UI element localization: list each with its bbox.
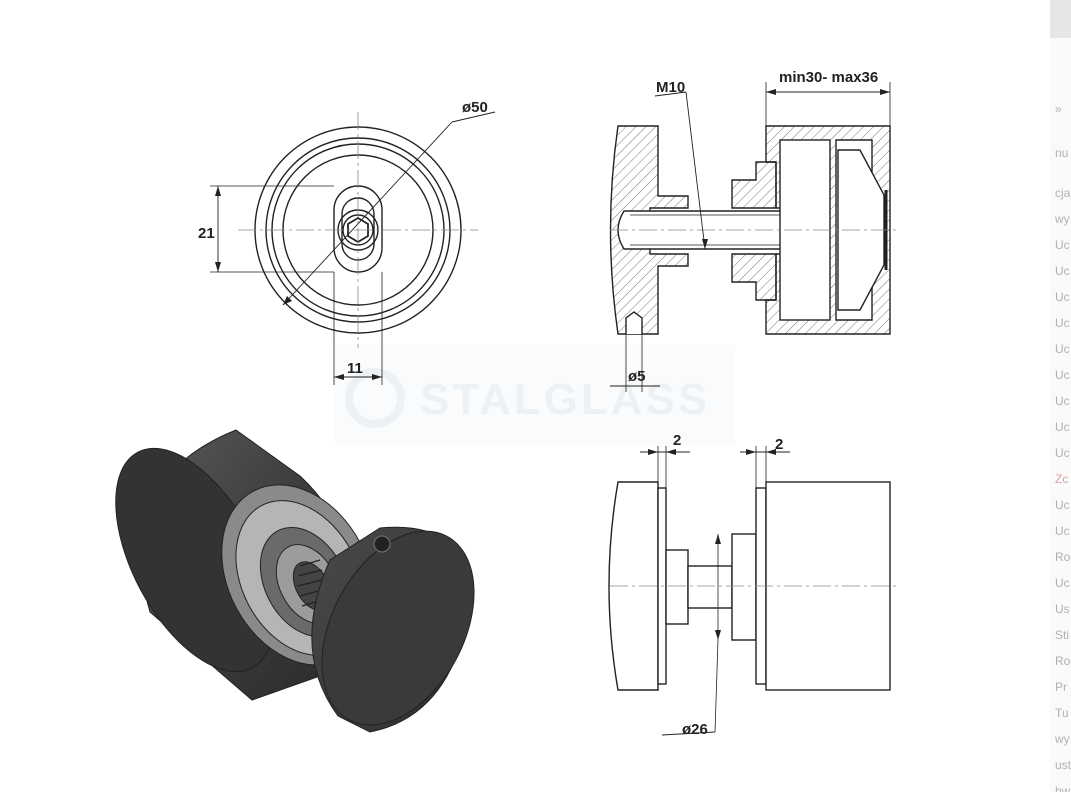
side-panel-item[interactable]: Tu bbox=[1055, 706, 1069, 720]
side-panel-item[interactable]: Uc bbox=[1055, 498, 1070, 512]
shaft-diameter-label: ø26 bbox=[682, 721, 708, 738]
side-panel-item[interactable]: Uc bbox=[1055, 238, 1070, 252]
side-panel-item[interactable]: Uc bbox=[1055, 316, 1070, 330]
side-panel-item[interactable]: nu bbox=[1055, 146, 1069, 160]
side-panel-item[interactable]: Uc bbox=[1055, 368, 1070, 382]
gap-right-label: 2 bbox=[775, 436, 783, 453]
watermark-text: STALGLASS bbox=[420, 375, 710, 424]
side-panel-item[interactable]: hw bbox=[1055, 784, 1071, 792]
side-panel-item[interactable]: Pr bbox=[1055, 680, 1067, 694]
side-panel-item[interactable]: Uc bbox=[1055, 524, 1070, 538]
side-panel-item[interactable]: cja bbox=[1055, 186, 1071, 200]
side-panel-item[interactable]: » bbox=[1055, 102, 1062, 116]
side-panel-item[interactable]: Uc bbox=[1055, 264, 1070, 278]
side-arrows bbox=[648, 449, 776, 640]
isometric-view bbox=[115, 429, 475, 733]
side-panel-item[interactable]: wy bbox=[1055, 732, 1070, 746]
gap-left-label: 2 bbox=[673, 432, 681, 449]
pin-diameter-label: ø5 bbox=[628, 368, 646, 385]
side-panel-item[interactable]: Uc bbox=[1055, 290, 1070, 304]
side-panel-item[interactable]: Ro bbox=[1055, 550, 1071, 564]
front-height-label: 21 bbox=[198, 225, 215, 242]
side-panel-tab[interactable] bbox=[1050, 0, 1071, 38]
section-view bbox=[609, 82, 900, 392]
side-panel-item[interactable]: Ro bbox=[1055, 654, 1071, 668]
side-panel-item[interactable]: Sti bbox=[1055, 628, 1070, 642]
clamp-range-label: min30- max36 bbox=[779, 69, 878, 86]
thread-label: M10 bbox=[656, 79, 685, 96]
side-panel-item[interactable]: Uc bbox=[1055, 576, 1070, 590]
front-arrows bbox=[215, 186, 382, 380]
side-panel-item[interactable]: Uc bbox=[1055, 342, 1070, 356]
side-view bbox=[608, 446, 900, 736]
side-panel-item[interactable]: Zc bbox=[1055, 472, 1069, 486]
side-panel-item[interactable]: Us bbox=[1055, 602, 1070, 616]
front-diameter-label: ø50 bbox=[462, 99, 488, 116]
side-panel-item[interactable]: Uc bbox=[1055, 420, 1070, 434]
side-panel-item[interactable]: Uc bbox=[1055, 446, 1070, 460]
front-view bbox=[210, 111, 496, 385]
side-panel-item[interactable]: wy bbox=[1055, 212, 1070, 226]
side-panel-item[interactable]: Uc bbox=[1055, 394, 1070, 408]
front-width-label: 11 bbox=[347, 360, 363, 377]
side-panel-item[interactable]: ust bbox=[1055, 758, 1071, 772]
watermark-logo: STALGLASS bbox=[335, 345, 735, 445]
section-arrows bbox=[702, 89, 890, 249]
